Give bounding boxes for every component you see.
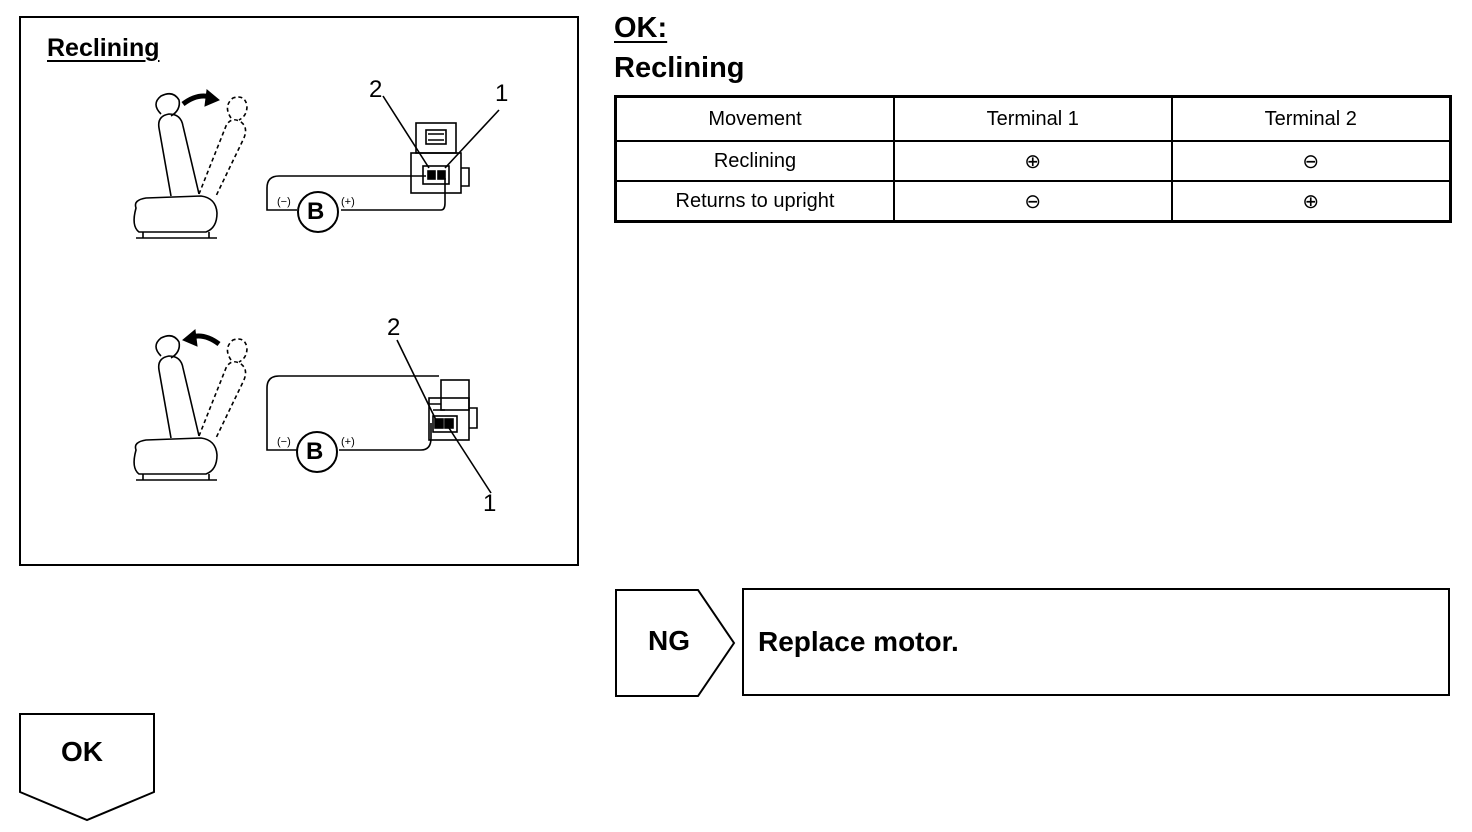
battery-label-top: B bbox=[307, 198, 325, 225]
cell-terminal-2: ⊖ bbox=[1170, 140, 1452, 182]
ok-heading: OK: bbox=[614, 12, 668, 44]
cell-terminal-1: ⊖ bbox=[893, 180, 1173, 223]
wiring-diagrams bbox=[133, 89, 500, 494]
ng-tag-shape bbox=[615, 589, 736, 697]
terminal-label-2-bottom: 2 bbox=[387, 314, 401, 341]
cell-movement: Reclining bbox=[614, 140, 895, 182]
arrow-right-icon bbox=[181, 89, 220, 107]
arrow-left-icon bbox=[182, 329, 221, 347]
header-terminal-2: Terminal 2 bbox=[1170, 95, 1452, 142]
seat-icon-reclining bbox=[133, 92, 248, 239]
positive-label-bottom: (+) bbox=[341, 436, 355, 448]
cell-terminal-1: ⊕ bbox=[893, 140, 1173, 182]
negative-label-top: (−) bbox=[277, 196, 291, 208]
table-header-row: Movement Terminal 1 Terminal 2 bbox=[614, 95, 1452, 142]
header-movement: Movement bbox=[614, 95, 895, 142]
ok-tag-shape bbox=[19, 713, 155, 822]
reclining-illustration-panel: Reclining bbox=[19, 16, 579, 566]
ng-label: NG bbox=[648, 625, 690, 656]
cell-movement: Returns to upright bbox=[614, 180, 895, 223]
battery-label-bottom: B bbox=[306, 438, 324, 465]
ok-label: OK bbox=[61, 736, 103, 767]
table-row: Reclining ⊕ ⊖ bbox=[614, 140, 1452, 182]
cell-terminal-2: ⊕ bbox=[1170, 180, 1452, 223]
terminal-label-1-top: 1 bbox=[495, 80, 509, 107]
connector-icon-top bbox=[410, 122, 470, 194]
terminal-label-1-bottom: 1 bbox=[483, 490, 497, 517]
negative-label-bottom: (−) bbox=[277, 436, 291, 448]
ng-action-text: Replace motor. bbox=[758, 626, 959, 657]
terminal-table: Movement Terminal 1 Terminal 2 Reclining… bbox=[614, 95, 1452, 223]
ng-action-box: Replace motor. bbox=[742, 588, 1450, 696]
seat-icon-upright bbox=[133, 334, 248, 481]
table-row: Returns to upright ⊖ ⊕ bbox=[614, 180, 1452, 223]
section-title: Reclining bbox=[614, 52, 745, 84]
positive-label-top: (+) bbox=[341, 196, 355, 208]
illustration-title: Reclining bbox=[47, 34, 160, 62]
header-terminal-1: Terminal 1 bbox=[893, 95, 1173, 142]
terminal-label-2-top: 2 bbox=[369, 76, 383, 103]
connector-icon-bottom bbox=[428, 379, 478, 441]
